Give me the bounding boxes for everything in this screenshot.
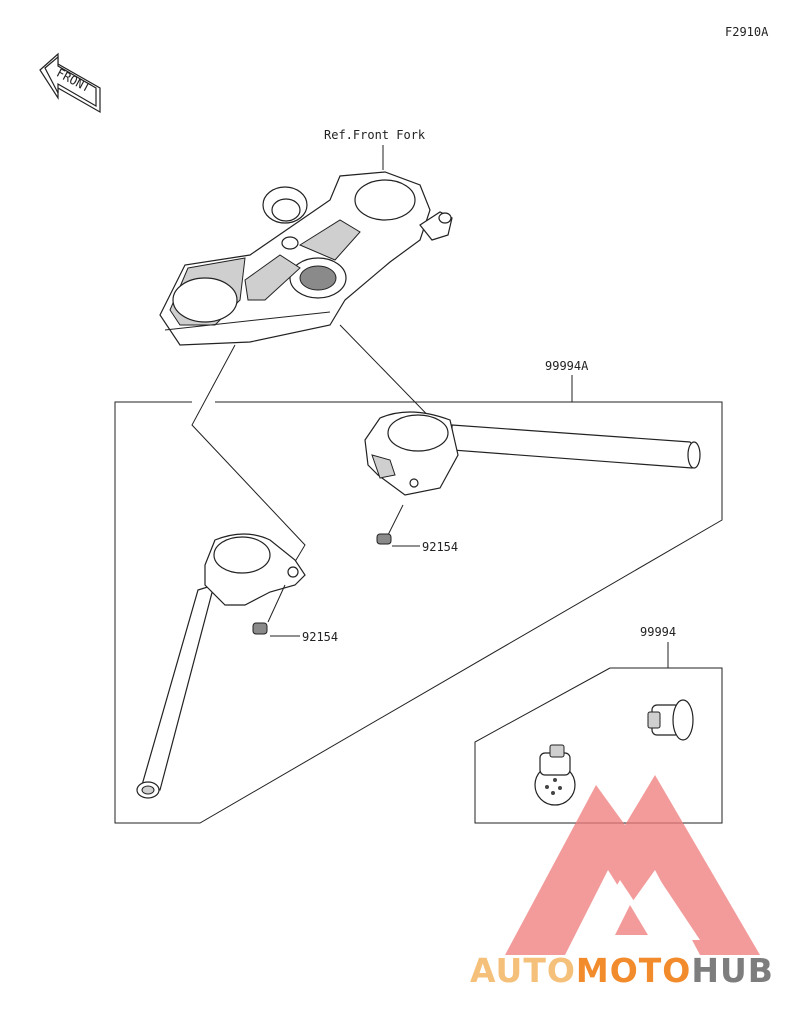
bolt-lower bbox=[252, 584, 300, 637]
figure-id: F2910A bbox=[725, 25, 769, 39]
front-direction-arrow: FRONT bbox=[39, 52, 101, 114]
right-handlebar bbox=[364, 411, 701, 496]
upper-triple-clamp bbox=[159, 171, 453, 346]
ref-front-fork-label: Ref.Front Fork bbox=[324, 128, 426, 142]
bar-end-weight-left bbox=[534, 744, 576, 806]
kit-handlebar-label: 99994A bbox=[545, 359, 589, 373]
watermark-logo bbox=[505, 775, 760, 955]
watermark-part-hub: HUB bbox=[691, 951, 774, 990]
kit-bar-end-label: 99994 bbox=[640, 625, 676, 639]
watermark-part-auto: AUTO bbox=[470, 951, 576, 990]
watermark-text: AUTOMOTOHUB bbox=[470, 951, 774, 990]
bolt-upper-label: 92154 bbox=[422, 540, 458, 554]
bolt-upper bbox=[376, 504, 420, 547]
bolt-lower-label: 92154 bbox=[302, 630, 338, 644]
left-handlebar bbox=[136, 533, 306, 799]
bar-end-weight-right bbox=[647, 699, 694, 741]
kit-handlebar-frame bbox=[114, 401, 723, 824]
logo-triangle bbox=[505, 775, 760, 955]
watermark-part-moto: MOTO bbox=[576, 951, 691, 990]
